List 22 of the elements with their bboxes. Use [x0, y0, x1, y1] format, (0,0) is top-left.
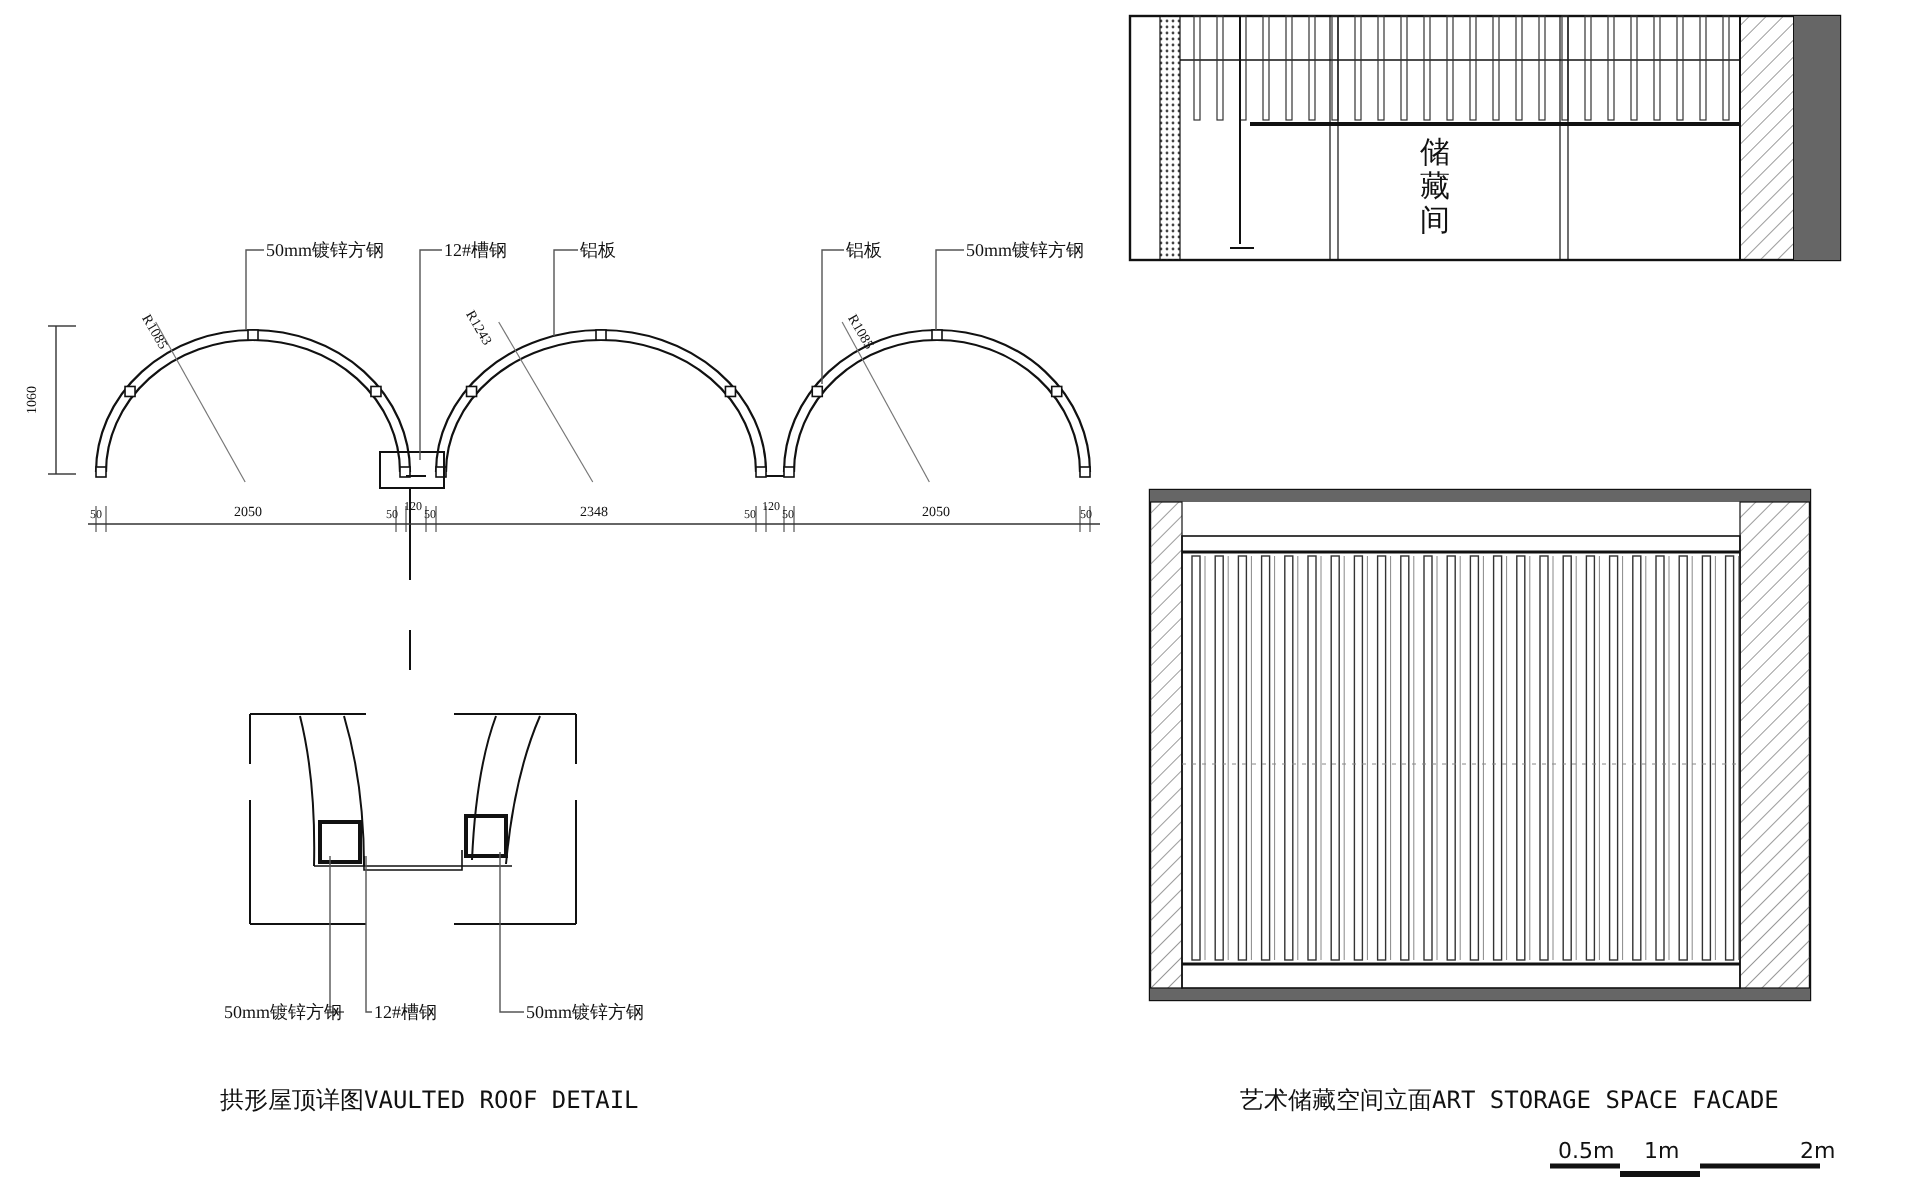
part-label: 铝板 — [846, 238, 882, 262]
part-label: 50mm镀锌方钢 — [224, 1000, 343, 1024]
drawing-title: 拱形屋顶详图VAULTED ROOF DETAIL — [220, 1086, 639, 1116]
part-label: 50mm镀锌方钢 — [966, 238, 1085, 262]
leader-line — [821, 249, 845, 385]
part-label: 12#槽钢 — [374, 1000, 437, 1024]
leader-line — [365, 855, 373, 1013]
leader-line — [553, 249, 579, 337]
part-label: 铝板 — [580, 238, 616, 262]
leader-line — [935, 249, 965, 331]
leader-line — [245, 249, 265, 331]
scale-text: 0.5m — [1558, 1140, 1615, 1164]
part-label: 50mm镀锌方钢 — [266, 238, 385, 262]
leader-line — [499, 851, 525, 1013]
leader-line — [419, 249, 443, 461]
leader-line — [329, 855, 345, 1013]
drawing-title: 艺术储藏空间立面ART STORAGE SPACE FACADE — [1240, 1086, 1779, 1116]
part-label: 12#槽钢 — [444, 238, 507, 262]
scale-text: 2m — [1800, 1140, 1836, 1164]
part-label: 50mm镀锌方钢 — [526, 1000, 645, 1024]
scale-text: 1m — [1644, 1140, 1680, 1164]
room-name: 储藏间 — [1420, 136, 1452, 238]
